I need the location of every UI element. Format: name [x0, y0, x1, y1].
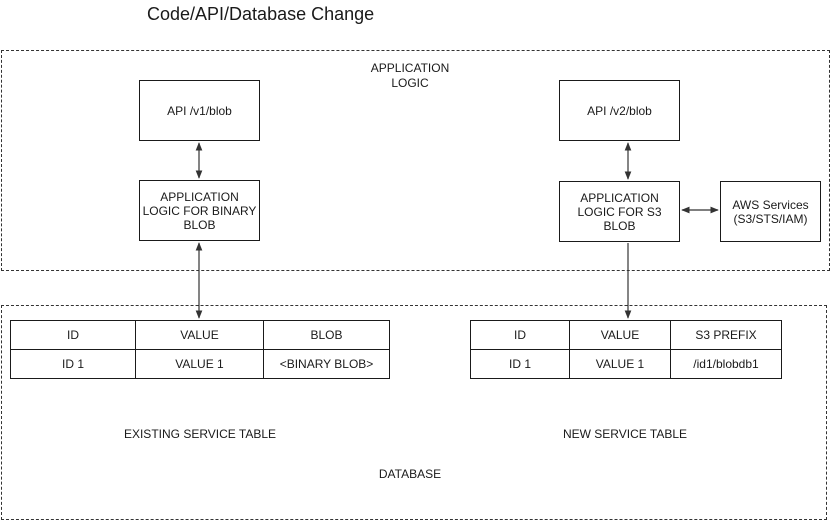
table-cell: VALUE 1	[135, 349, 264, 379]
api-v2-box: API /v2/blob	[559, 80, 680, 141]
table-row: ID 1 VALUE 1 <BINARY BLOB>	[10, 349, 390, 379]
table-header-cell: ID	[470, 320, 570, 350]
table-cell: ID 1	[470, 349, 570, 379]
existing-table-caption: EXISTING SERVICE TABLE	[123, 427, 277, 441]
table-header-cell: VALUE	[569, 320, 671, 350]
existing-service-table: ID VALUE BLOB ID 1 VALUE 1 <BINARY BLOB>	[10, 320, 390, 379]
application-logic-region	[1, 50, 830, 271]
table-header-cell: S3 PREFIX	[670, 320, 782, 350]
logic-s3-blob-box: APPLICATION LOGIC FOR S3 BLOB	[559, 181, 680, 242]
api-v1-box: API /v1/blob	[139, 80, 260, 141]
logic-binary-blob-box: APPLICATION LOGIC FOR BINARY BLOB	[139, 180, 260, 241]
new-service-table: ID VALUE S3 PREFIX ID 1 VALUE 1 /id1/blo…	[470, 320, 782, 379]
table-row: ID 1 VALUE 1 /id1/blobdb1	[470, 349, 782, 379]
application-logic-label: APPLICATION LOGIC	[370, 61, 450, 90]
table-header-row: ID VALUE S3 PREFIX	[470, 320, 782, 350]
table-cell: <BINARY BLOB>	[263, 349, 390, 379]
table-cell: VALUE 1	[569, 349, 671, 379]
diagram-title: Code/API/Database Change	[147, 4, 375, 24]
new-table-caption: NEW SERVICE TABLE	[562, 427, 688, 441]
table-header-cell: BLOB	[263, 320, 390, 350]
database-label: DATABASE	[378, 467, 442, 481]
table-cell: /id1/blobdb1	[670, 349, 782, 379]
table-header-cell: ID	[10, 320, 136, 350]
table-header-row: ID VALUE BLOB	[10, 320, 390, 350]
aws-services-box: AWS Services (S3/STS/IAM)	[720, 181, 821, 242]
table-header-cell: VALUE	[135, 320, 264, 350]
database-region	[1, 305, 827, 520]
table-cell: ID 1	[10, 349, 136, 379]
